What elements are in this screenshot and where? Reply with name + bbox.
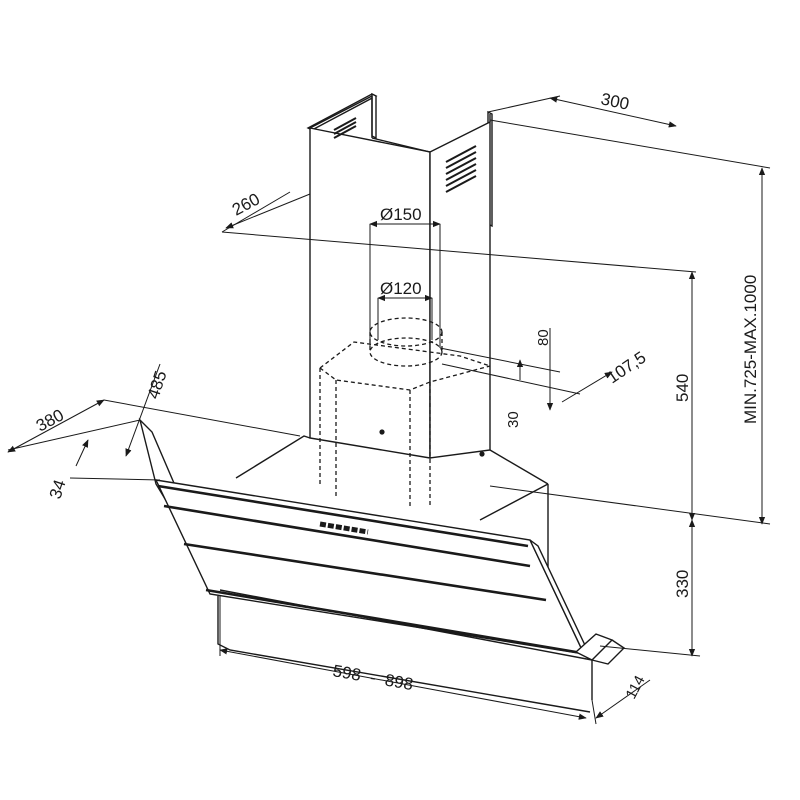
- dim-107-5-label: 107,5: [604, 348, 650, 388]
- dim-34-label: 34: [46, 477, 70, 501]
- dim-380-label: 380: [33, 405, 67, 435]
- dim-114-label: 114: [623, 673, 649, 702]
- control-panel-buttons: [319, 521, 369, 535]
- hood-body: [138, 417, 626, 713]
- dim-120-label: Ø120: [380, 279, 422, 298]
- dim-485-label: 485: [144, 368, 171, 401]
- dim-598-898-label: 598 - 898: [331, 661, 414, 694]
- dim-330-label: 330: [673, 570, 692, 598]
- dim-150-label: Ø150: [380, 205, 422, 224]
- motor-housing-hidden: [319, 317, 491, 508]
- dim-30-label: 30: [505, 411, 522, 428]
- dim-540-label: 540: [673, 374, 692, 402]
- vent-grille-right: [445, 145, 477, 193]
- dim-total-height-label: MIN.725-MAX.1000: [741, 275, 760, 424]
- vent-grille-left: [333, 117, 357, 139]
- dim-80-label: 80: [535, 329, 552, 346]
- chimney: [306, 92, 493, 459]
- dimension-lines: [7, 95, 771, 725]
